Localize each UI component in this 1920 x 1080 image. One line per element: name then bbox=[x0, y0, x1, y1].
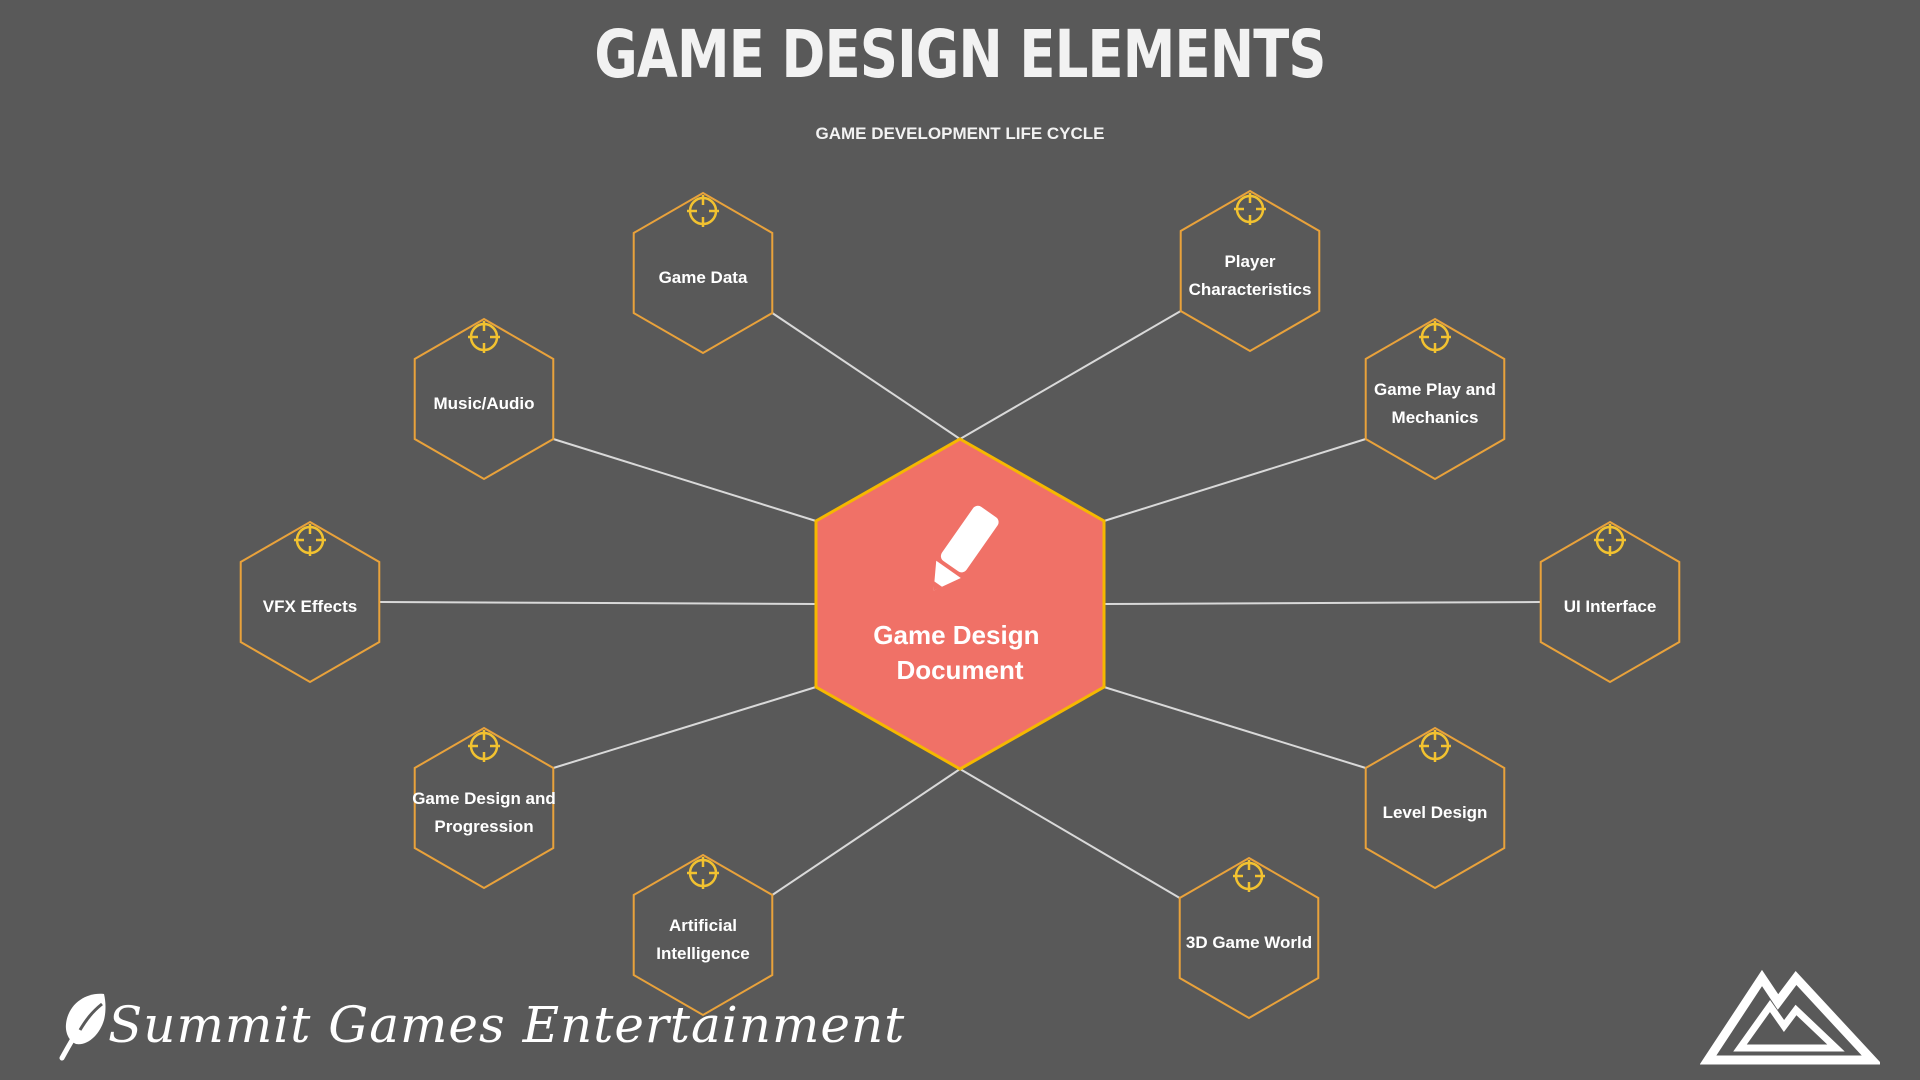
crosshair-icon bbox=[468, 730, 500, 762]
center-label-line-2: Document bbox=[896, 655, 1023, 685]
connector-line-ui-interface bbox=[1103, 601, 1541, 605]
node-label-line: Player bbox=[1224, 252, 1275, 271]
brand-name: Summit Games Entertainment bbox=[108, 996, 906, 1054]
node-hexagon bbox=[632, 191, 774, 355]
node-label: Music/Audio bbox=[433, 394, 534, 413]
node-label-line: Characteristics bbox=[1189, 280, 1312, 299]
node-hexagon bbox=[1539, 520, 1681, 684]
crosshair-icon bbox=[1419, 730, 1451, 762]
connector-line-artificial-intelligence bbox=[771, 768, 961, 896]
node-music-audio: Music/Audio bbox=[413, 317, 555, 481]
node-hexagon bbox=[413, 726, 555, 890]
crosshair-icon bbox=[294, 524, 326, 556]
connector-line-game-play-mechanics bbox=[1103, 438, 1367, 522]
node-label-line: Artificial bbox=[669, 916, 737, 935]
node-label-line: Game Data bbox=[659, 268, 748, 287]
node-ui-interface: UI Interface bbox=[1539, 520, 1681, 684]
center-node: Game Design Document bbox=[814, 437, 1106, 771]
node-label-line: 3D Game World bbox=[1186, 933, 1312, 952]
connector-line-game-data bbox=[771, 312, 961, 440]
node-label-line: Mechanics bbox=[1392, 408, 1479, 427]
crosshair-icon bbox=[1233, 860, 1265, 892]
mountain-logo bbox=[1700, 969, 1880, 1065]
node-label-line: VFX Effects bbox=[263, 597, 357, 616]
node-label: UI Interface bbox=[1564, 597, 1657, 616]
connector-lines bbox=[379, 310, 1541, 899]
svg-text:Game Design Document: Game Design Document bbox=[873, 620, 1046, 685]
node-label-line: Progression bbox=[434, 817, 533, 836]
connector-line-music-audio bbox=[552, 438, 817, 522]
node-label: Game Data bbox=[659, 268, 748, 287]
node-hexagon bbox=[1364, 726, 1506, 890]
node-label-line: Game Design and bbox=[412, 789, 556, 808]
page-title: GAME DESIGN ELEMENTS bbox=[594, 16, 1326, 93]
feather-icon bbox=[59, 993, 106, 1061]
center-label-line-1: Game Design bbox=[873, 620, 1039, 650]
connector-line-3d-game-world bbox=[959, 768, 1181, 899]
node-hexagon bbox=[1179, 189, 1321, 353]
center-hexagon bbox=[814, 437, 1106, 771]
connector-line-level-design bbox=[1103, 686, 1367, 769]
node-game-data: Game Data bbox=[632, 191, 774, 355]
node-hexagon bbox=[1364, 317, 1506, 481]
node-label: VFX Effects bbox=[263, 597, 357, 616]
node-label: 3D Game World bbox=[1186, 933, 1312, 952]
crosshair-icon bbox=[1234, 193, 1266, 225]
node-label-line: UI Interface bbox=[1564, 597, 1657, 616]
node-label-line: Level Design bbox=[1383, 803, 1488, 822]
node-hexagon bbox=[239, 520, 381, 684]
node-label-line: Intelligence bbox=[656, 944, 750, 963]
node-label-line: Music/Audio bbox=[433, 394, 534, 413]
node-hexagon bbox=[632, 853, 774, 1017]
connector-line-vfx-effects bbox=[379, 601, 817, 605]
crosshair-icon bbox=[687, 857, 719, 889]
connector-line-game-design-progression bbox=[552, 686, 817, 769]
node-label-line: Game Play and bbox=[1374, 380, 1496, 399]
node-level-design: Level Design bbox=[1364, 726, 1506, 890]
crosshair-icon bbox=[1594, 524, 1626, 556]
node-vfx-effects: VFX Effects bbox=[239, 520, 381, 684]
connector-line-player-characteristics bbox=[959, 310, 1182, 440]
crosshair-icon bbox=[687, 195, 719, 227]
page-subtitle: GAME DEVELOPMENT LIFE CYCLE bbox=[815, 124, 1105, 143]
node-3d-game-world: 3D Game World bbox=[1178, 856, 1320, 1020]
node-hexagon bbox=[1178, 856, 1320, 1020]
pencil-icon bbox=[933, 505, 999, 591]
node-label: Level Design bbox=[1383, 803, 1488, 822]
node-hexagon bbox=[413, 317, 555, 481]
crosshair-icon bbox=[1419, 321, 1451, 353]
crosshair-icon bbox=[468, 321, 500, 353]
